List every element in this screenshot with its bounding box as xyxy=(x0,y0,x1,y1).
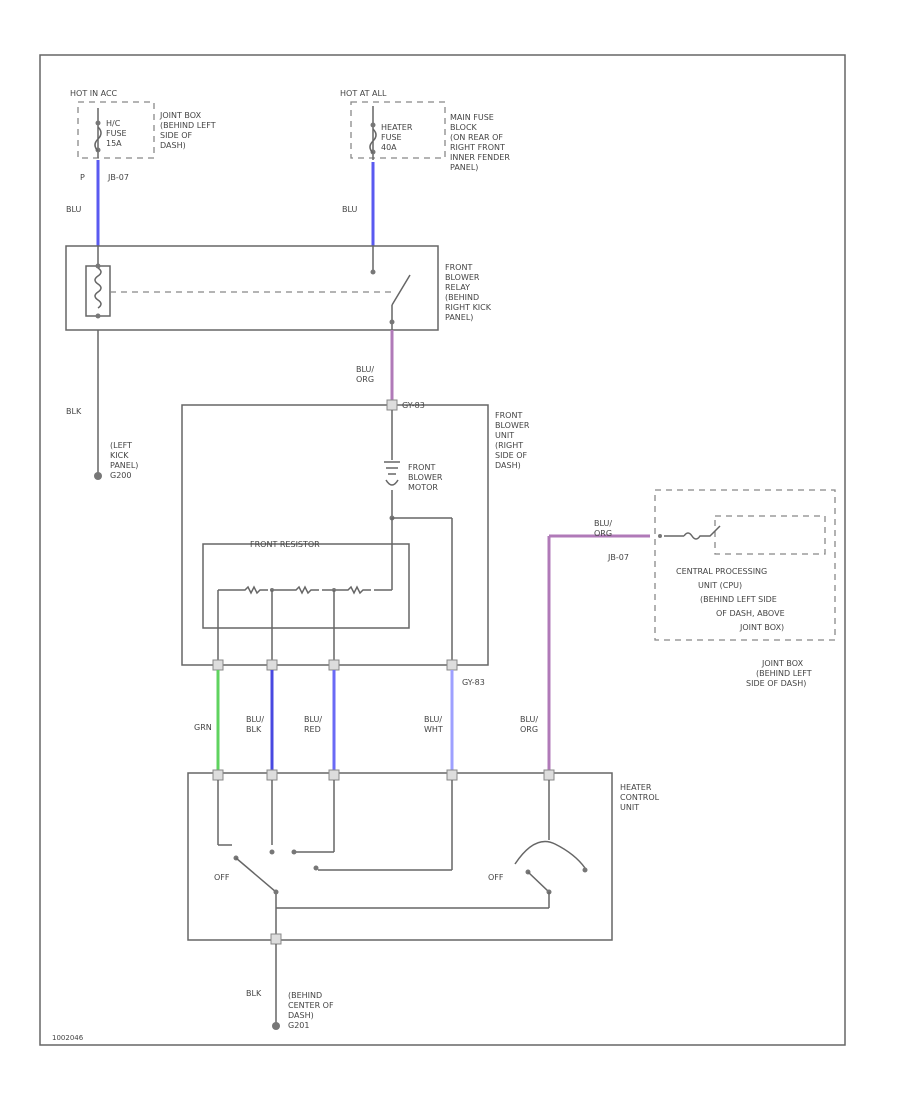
off-left-label: OFF xyxy=(214,873,230,882)
relay-label-2: BLOWER xyxy=(445,273,480,282)
ground-bottom-label-2: CENTER OF xyxy=(288,1001,334,1010)
cpu-label-4: OF DASH, ABOVE xyxy=(716,609,785,618)
blu-wht-label-2: WHT xyxy=(424,725,443,734)
relay-label-3: RELAY xyxy=(445,283,470,292)
blower-unit-label-4: (RIGHT xyxy=(495,441,523,450)
off-right-label: OFF xyxy=(488,873,504,882)
main-fuse-label-5: INNER FENDER xyxy=(450,153,510,162)
ground-bottom-label-3: DASH) xyxy=(288,1011,314,1020)
outer-frame xyxy=(39,54,846,1046)
blu-org-low-label-2: ORG xyxy=(520,725,538,734)
heater-fuse-label-2: FUSE xyxy=(381,133,402,142)
joint-box-right-label-2: (BEHIND LEFT xyxy=(756,669,812,678)
ground-left-label-4: G200 xyxy=(110,471,131,480)
hc-fuse-label-1: H/C xyxy=(106,119,121,128)
jb07-top-label: JB-07 xyxy=(107,173,129,182)
joint-box-label-1: JOINT BOX xyxy=(159,111,202,120)
cpu-label-5: JOINT BOX) xyxy=(739,623,784,632)
blower-unit-label-6: DASH) xyxy=(495,461,521,470)
cpu-label-1: CENTRAL PROCESSING xyxy=(676,567,767,576)
ground-left-label-1: (LEFT xyxy=(110,441,132,450)
hc-fuse xyxy=(77,101,155,159)
cpu-label-2: UNIT (CPU) xyxy=(698,581,742,590)
blu-left-label: BLU xyxy=(66,205,82,214)
ground-left-symbol xyxy=(94,472,102,480)
hcu-label-1: HEATER xyxy=(620,783,652,792)
relay-label-5: RIGHT KICK xyxy=(445,303,492,312)
hc-fuse-label-3: 15A xyxy=(106,139,122,148)
motor-label-2: BLOWER xyxy=(408,473,443,482)
hot-at-all-label: HOT AT ALL xyxy=(340,89,387,98)
main-fuse-label-6: PANEL) xyxy=(450,163,478,172)
front-blower-relay xyxy=(65,245,439,331)
grn-label: GRN xyxy=(194,723,212,732)
blu-blk-label-1: BLU/ xyxy=(246,715,264,724)
figure-id: 1002046 xyxy=(52,1034,84,1042)
heater-fuse-label-1: HEATER xyxy=(381,123,413,132)
hcu-label-3: UNIT xyxy=(620,803,639,812)
cpu-label-3: (BEHIND LEFT SIDE xyxy=(700,595,777,604)
jb07-right-label: JB-07 xyxy=(607,553,629,562)
blu-org-mid-label-1: BLU/ xyxy=(356,365,374,374)
joint-box-label-4: DASH) xyxy=(160,141,186,150)
relay-label-1: FRONT xyxy=(445,263,472,272)
front-blower-unit xyxy=(181,399,489,671)
conn-top-unit-label: GY-83 xyxy=(402,401,425,410)
main-fuse-label-3: (ON REAR OF xyxy=(450,133,503,142)
joint-box-label-2: (BEHIND LEFT xyxy=(160,121,216,130)
joint-box-right-label-3: SIDE OF DASH) xyxy=(746,679,806,688)
hot-in-acc-label: HOT IN ACC xyxy=(70,89,118,98)
main-fuse-label-4: RIGHT FRONT xyxy=(450,143,505,152)
heater-fuse-label-3: 40A xyxy=(381,143,397,152)
blu-org-low-label-1: BLU/ xyxy=(520,715,538,724)
hcu-label-2: CONTROL xyxy=(620,793,660,802)
ground-left-label-2: KICK xyxy=(110,451,129,460)
heater-control-unit xyxy=(187,769,613,941)
motor-label-3: MOTOR xyxy=(408,483,438,492)
ground-bottom-symbol xyxy=(272,1022,280,1030)
resistor-label: FRONT RESISTOR xyxy=(250,540,320,549)
hcu-ground-connector xyxy=(270,933,282,945)
ground-bottom-label-1: (BEHIND xyxy=(288,991,322,1000)
blk-left-label: BLK xyxy=(66,407,82,416)
ground-left-label-3: PANEL) xyxy=(110,461,138,470)
blu-wht-label-1: BLU/ xyxy=(424,715,442,724)
hc-fuse-label-2: FUSE xyxy=(106,129,127,138)
motor-label-1: FRONT xyxy=(408,463,435,472)
blu-right-label: BLU xyxy=(342,205,358,214)
blu-red-label-1: BLU/ xyxy=(304,715,322,724)
blu-blk-label-2: BLK xyxy=(246,725,262,734)
blower-unit-label-2: BLOWER xyxy=(495,421,530,430)
blower-unit-label-1: FRONT xyxy=(495,411,522,420)
blk-bottom-label: BLK xyxy=(246,989,262,998)
blu-org-cpu-label-2: ORG xyxy=(594,529,612,538)
blu-org-mid-label-2: ORG xyxy=(356,375,374,384)
p-label: P xyxy=(80,173,85,182)
heater-fuse xyxy=(350,101,446,160)
ground-bottom-label-4: G201 xyxy=(288,1021,309,1030)
blu-red-label-2: RED xyxy=(304,725,321,734)
conn-bottom-unit-label: GY-83 xyxy=(462,678,485,687)
central-processing-unit xyxy=(654,489,836,641)
main-fuse-label-1: MAIN FUSE xyxy=(450,113,494,122)
blower-unit-label-5: SIDE OF xyxy=(495,451,527,460)
blower-unit-label-3: UNIT xyxy=(495,431,514,440)
relay-label-6: PANEL) xyxy=(445,313,473,322)
joint-box-label-3: SIDE OF xyxy=(160,131,192,140)
main-fuse-label-2: BLOCK xyxy=(450,123,478,132)
relay-label-4: (BEHIND xyxy=(445,293,479,302)
blu-org-cpu-label-1: BLU/ xyxy=(594,519,612,528)
joint-box-right-label-1: JOINT BOX xyxy=(761,659,804,668)
